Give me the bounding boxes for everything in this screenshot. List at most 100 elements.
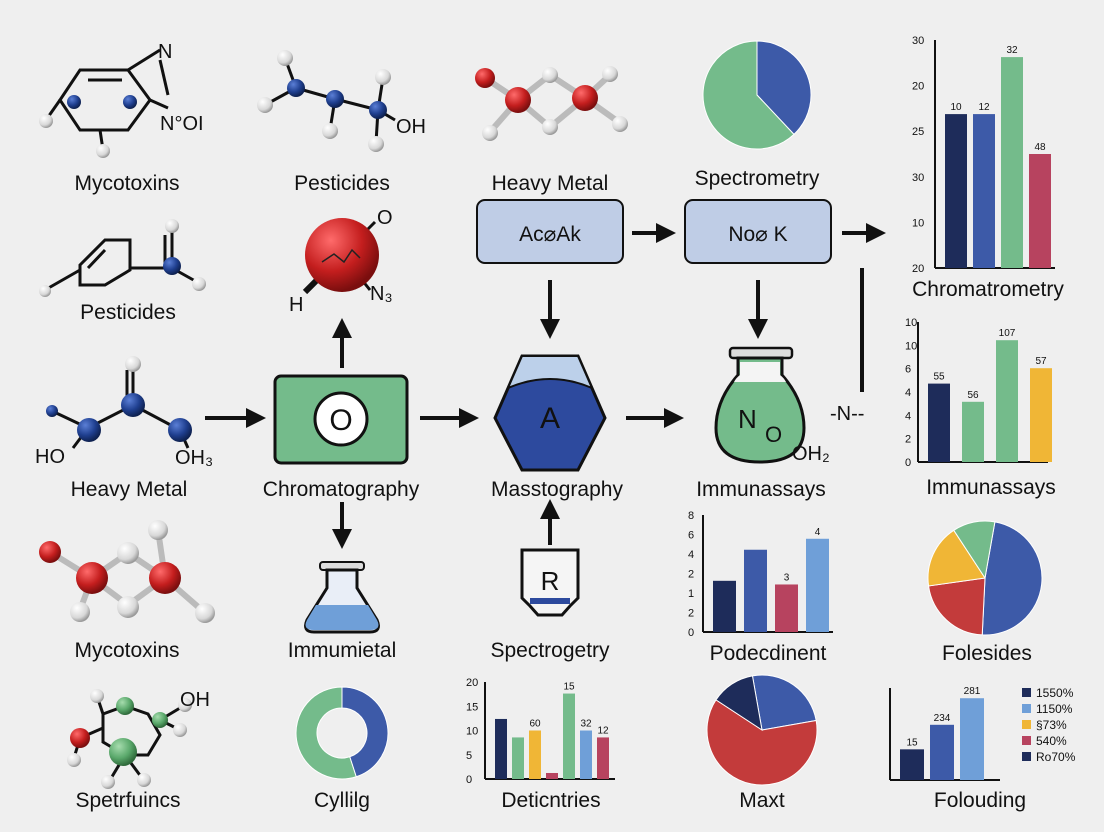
- molecule-pesticides-2: [39, 219, 206, 297]
- c2-tick-label: 10: [905, 340, 917, 352]
- c1-tick-label: 20: [912, 263, 924, 275]
- c4-data-label: 12: [597, 725, 609, 736]
- label-mycotoxins-1: Mycotoxins: [74, 172, 179, 195]
- d1-slice: [341, 686, 389, 778]
- c2-data-label: 56: [967, 390, 979, 401]
- c3-data-label: 4: [815, 527, 821, 538]
- c3-tick-label: 2: [688, 569, 694, 581]
- c4-bar: [597, 737, 609, 779]
- c4-tick-label: 5: [466, 750, 472, 762]
- c4-tick-label: 20: [466, 677, 478, 689]
- c3-tick-label: 1: [688, 588, 694, 600]
- label-maxt: Maxt: [739, 789, 785, 812]
- c4-bar: [563, 693, 575, 779]
- c4-data-label: 15: [563, 682, 575, 693]
- c5-data-label: 281: [964, 686, 981, 697]
- label-chromatrometry: Chromatrometry: [912, 278, 1064, 301]
- label-cyllilg: Cyllilg: [314, 789, 370, 812]
- legend-item: Ro70%: [1036, 750, 1076, 764]
- flask-immunassays: N O OH₂: [714, 346, 830, 465]
- legend-item: §73%: [1036, 718, 1067, 732]
- c2-tick-label: 4: [905, 410, 911, 422]
- c3-bar: [775, 584, 798, 632]
- c5-data-label: 234: [934, 713, 951, 724]
- c1-data-label: 10: [950, 102, 962, 113]
- c4-bar: [546, 772, 558, 779]
- box-ac-ak: Ac⌀Ak: [476, 199, 624, 264]
- p3-slice: [706, 699, 818, 786]
- c2-data-label: 107: [999, 328, 1016, 339]
- chrom-o-text: O: [329, 404, 352, 437]
- molecule-pesticides-1: OH: [257, 50, 426, 152]
- box-ac-ak-text: Ac⌀Ak: [519, 223, 581, 246]
- c1-bar: [945, 114, 967, 268]
- c1-tick-label: 30: [912, 172, 924, 184]
- flask-n: N: [738, 404, 757, 434]
- legend-swatch: [1022, 688, 1031, 697]
- atom-oh3: OH₃: [175, 447, 213, 469]
- label-immunassays-1: Immunassays: [696, 478, 826, 501]
- box-chromatography: O: [273, 374, 409, 465]
- c4-bar: [529, 730, 541, 779]
- c3-bar: [713, 580, 736, 632]
- atom-oh-2: OH: [180, 689, 210, 711]
- label-immumietal: Immumietal: [288, 639, 397, 662]
- p1-slice: [702, 40, 795, 150]
- atom-oh: OH: [396, 116, 426, 138]
- donut-chart: [295, 686, 389, 780]
- label-masstography: Masstography: [491, 478, 623, 501]
- legend-swatch: [1022, 704, 1031, 713]
- label-spetrfuincs: Spetrfuincs: [75, 789, 180, 812]
- atom-h-top: H: [289, 294, 303, 316]
- label-pesticides-2: Pesticides: [80, 301, 176, 324]
- c5-bar: [900, 749, 924, 780]
- p2-slice: [927, 577, 986, 636]
- c2-bar: [996, 340, 1018, 462]
- c2-bar: [928, 383, 950, 462]
- c5-data-label: 15: [906, 737, 918, 748]
- label-mycotoxins-2: Mycotoxins: [74, 639, 179, 662]
- atom-no: N°OI: [160, 113, 204, 135]
- legend-item: 1550%: [1036, 686, 1074, 700]
- c1-bar: [1029, 154, 1051, 268]
- label-podecdinent: Podecdinent: [710, 642, 827, 665]
- atom-n: N: [158, 41, 172, 63]
- spec-r-text: R: [541, 566, 560, 596]
- atom-n3: N₃: [370, 283, 393, 305]
- c2-bar: [962, 401, 984, 462]
- atom-ho: HO: [35, 446, 65, 468]
- label-heavy-metal-2: Heavy Metal: [71, 478, 188, 501]
- c3-tick-label: 0: [688, 627, 694, 639]
- legend-chart-5: 1550%1150%§73%540%Ro70%: [1022, 686, 1076, 764]
- hexagon-masstography: A: [493, 354, 607, 472]
- legend-swatch: [1022, 736, 1031, 745]
- mass-a-text: A: [540, 402, 560, 435]
- box-no-k: No⌀ K: [684, 199, 832, 264]
- pie-chart-2: [927, 520, 1043, 636]
- c4-tick-label: 15: [466, 701, 478, 713]
- molecule-heavy-metal-1: [475, 66, 628, 141]
- p2-slice: [953, 520, 996, 580]
- c2-tick-label: 10: [905, 317, 917, 329]
- c1-data-label: 32: [1006, 45, 1018, 56]
- c1-tick-label: 25: [912, 126, 924, 138]
- pie-chart-3: [706, 674, 818, 786]
- p2-slice: [981, 521, 1043, 636]
- label-spectrogetry: Spectrogetry: [490, 639, 610, 662]
- label-folesides: Folesides: [942, 642, 1032, 665]
- molecule-spetrfuincs: OH: [67, 689, 210, 789]
- c1-bar: [973, 114, 995, 268]
- legend-swatch: [1022, 752, 1031, 761]
- flask-immumietal: [304, 561, 380, 634]
- p3-slice: [715, 675, 763, 732]
- c3-bar: [744, 549, 767, 632]
- bar-chart-5: 15 234 281: [889, 686, 1000, 781]
- c3-tick-label: 6: [688, 530, 694, 542]
- c4-bar: [580, 730, 592, 779]
